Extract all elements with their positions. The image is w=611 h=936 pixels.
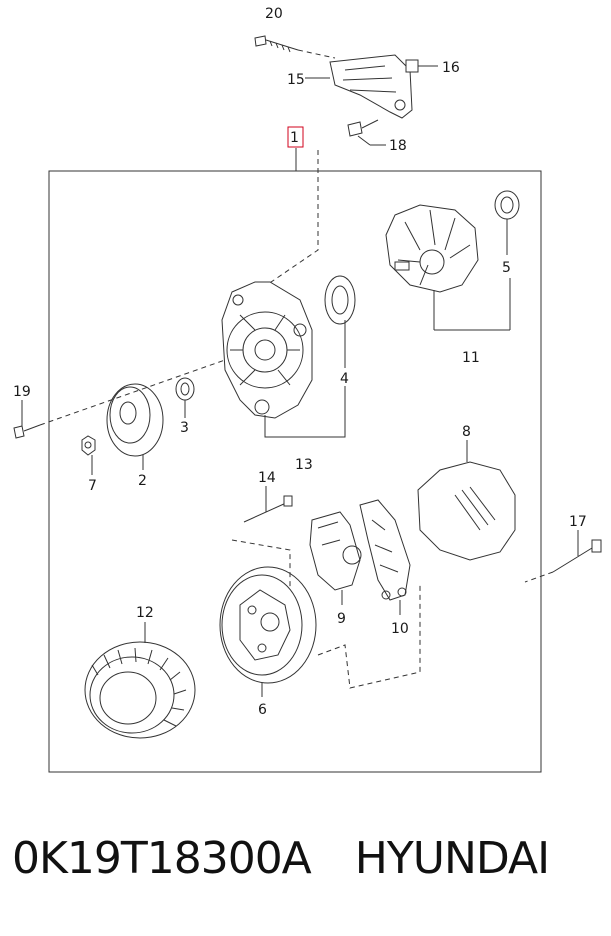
callout-12: 12 [136,605,154,621]
callout-11: 11 [462,350,480,366]
regulator-9 [309,511,362,605]
callout-20: 20 [265,6,283,22]
callout-17: 17 [569,514,587,530]
callout-8: 8 [462,424,471,440]
rotor-11 [385,204,511,331]
bolt-17 [552,530,602,573]
bolt-19 [13,400,41,439]
bearing-5 [494,190,520,255]
callout-4: 4 [340,371,349,387]
callout-10: 10 [391,621,409,637]
callout-2: 2 [138,473,147,489]
callout-1-highlight [287,126,304,148]
callout-9: 9 [337,611,346,627]
callout-13: 13 [295,457,313,473]
spacer-3 [175,377,195,418]
dash-20 [297,49,336,59]
part-caption: 0K19T18300A HYUNDAI [12,833,607,884]
callout-16: 16 [442,60,460,76]
rear-cover-8 [417,440,516,561]
pulley-2 [106,383,164,470]
bracket-15 [329,54,413,119]
rear-housing-6 [219,566,317,697]
bolt-20 [254,35,299,53]
front-housing-13 [221,281,313,419]
callout-3: 3 [180,420,189,436]
callout-5: 5 [502,260,511,276]
callout-18: 18 [389,138,407,154]
callout-6: 6 [258,702,267,718]
bolt-18 [347,119,386,146]
stator-12 [84,622,196,739]
callout-15: 15 [287,72,305,88]
nut-16 [405,59,438,73]
nut-7 [81,435,96,475]
callout-14: 14 [258,470,276,486]
bearing-4 [324,275,356,368]
brand-name: HYUNDAI [354,833,550,884]
bolt-14 [243,486,293,523]
part-number: 0K19T18300A [12,833,312,884]
callout-7: 7 [88,478,97,494]
assembly-frame [48,170,542,773]
callout-19: 19 [13,384,31,400]
callout-1: 1 [290,130,299,146]
rectifier-10 [359,499,411,615]
alternator-exploded-diagram: 1 2 3 4 5 6 7 8 9 10 11 12 13 14 15 16 1… [13,6,602,773]
